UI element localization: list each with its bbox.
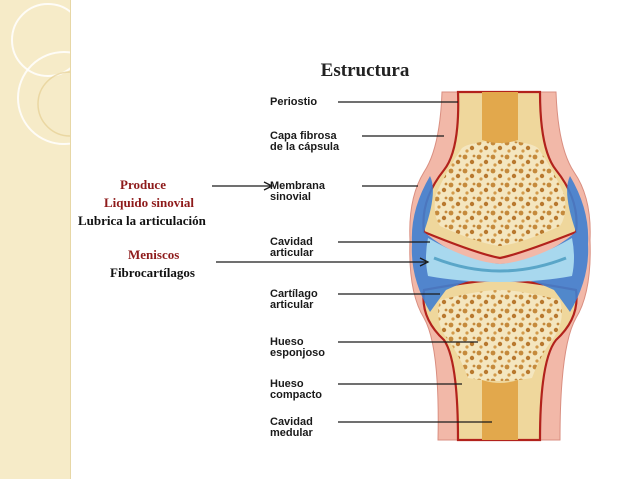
note-produce: Produce [120,177,166,192]
label-membrana-sinovial-line2: sinovial [270,191,311,203]
lower-medullary-cavity [482,380,518,440]
label-periostio-line1: Periostio [270,96,318,108]
label-cartilago-articular: Cartílago articular [270,289,318,311]
label-cavidad-articular-line1: Cavidad [270,236,313,248]
label-cartilago-articular-line2: articular [270,299,314,311]
meniscus [433,256,567,273]
articular-cartilage [426,238,574,282]
label-cavidad-medular-line2: medular [270,427,313,439]
label-hueso-compacto-line2: compacto [270,389,322,401]
label-capa-fibrosa-line1: Capa fibrosa [270,130,337,142]
label-cartilago-articular-line1: Cartílago [270,288,318,300]
label-hueso-esponjoso-line1: Hueso [270,336,304,348]
decorative-sidebar [0,0,71,479]
slide-title: Estructura [320,60,410,81]
label-periostio: Periostio [270,97,317,108]
note-fibrocartilagos: Fibrocartílagos [110,265,195,280]
label-capa-fibrosa-line2: de la cápsula [270,141,340,153]
note-lubrica: Lubrica la articulación [78,213,206,228]
label-cavidad-medular: Cavidad medular [270,417,313,439]
label-cavidad-medular-line1: Cavidad [270,416,313,428]
decorative-circles [11,3,70,145]
upper-spongy-bone [434,140,566,246]
upper-medullary-cavity [482,92,518,143]
label-cavidad-articular-line2: articular [270,247,314,259]
label-hueso-esponjoso: Hueso esponjoso [270,337,325,359]
label-hueso-compacto: Hueso compacto [270,379,322,401]
label-hueso-esponjoso-line2: esponjoso [270,347,326,359]
note-meniscos: Meniscos [128,247,180,262]
label-hueso-compacto-line1: Hueso [270,378,304,390]
label-membrana-sinovial-line1: Membrana [270,180,326,192]
leader-lines [212,101,492,423]
lower-spongy-bone [438,290,562,381]
note-liquido-sinovial: Liquido sinovial [104,195,194,210]
label-capa-fibrosa: Capa fibrosa de la cápsula [270,131,339,153]
label-cavidad-articular: Cavidad articular [270,237,313,259]
label-membrana-sinovial: Membrana sinovial [270,181,325,203]
